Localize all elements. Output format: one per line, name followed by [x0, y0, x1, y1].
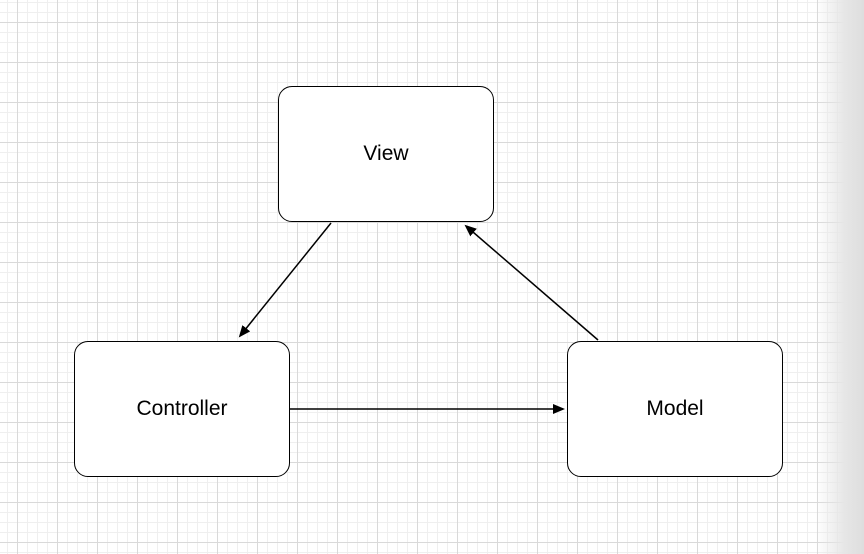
canvas-edge-shade: [816, 0, 864, 554]
edge-model-to-view[interactable]: [464, 224, 599, 341]
node-view[interactable]: View: [278, 86, 494, 222]
edge-view-to-controller[interactable]: [238, 222, 332, 338]
node-view-label: View: [363, 142, 409, 165]
node-controller[interactable]: Controller: [74, 341, 290, 477]
node-model-label: Model: [646, 397, 704, 420]
node-model[interactable]: Model: [567, 341, 783, 477]
node-controller-label: Controller: [136, 397, 228, 420]
